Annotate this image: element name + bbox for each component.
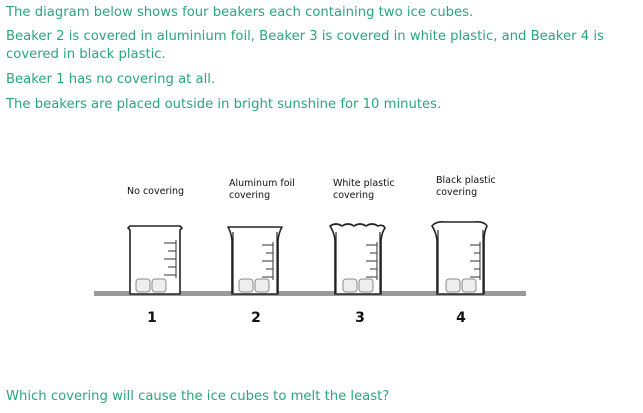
beaker-2-label: Aluminum foil covering (229, 178, 298, 201)
shelf (94, 291, 526, 296)
ice-cubes (445, 278, 477, 293)
beaker-2-number: 2 (251, 310, 261, 326)
beaker-2 (227, 226, 283, 295)
beaker-4 (431, 221, 488, 295)
beaker-4-label: Black plastic covering (436, 175, 499, 198)
beaker-3 (329, 223, 386, 295)
beaker-3-number: 3 (355, 310, 365, 326)
question-line-4: The beakers are placed outside in bright… (6, 97, 442, 112)
beaker-1 (127, 225, 183, 295)
beaker-1-number: 1 (147, 310, 157, 326)
ice-cubes (238, 278, 270, 293)
question-prompt: Which covering will cause the ice cubes … (6, 389, 390, 404)
beaker-4-number: 4 (456, 310, 466, 326)
question-line-3: Beaker 1 has no covering at all. (6, 72, 216, 87)
ice-cubes (342, 278, 374, 293)
question-line-2: Beaker 2 is covered in aluminium foil, B… (6, 29, 604, 62)
beaker-3-label: White plastic covering (333, 178, 398, 201)
question-line-1: The diagram below shows four beakers eac… (6, 5, 474, 20)
ice-cubes (135, 278, 167, 293)
beaker-1-label: No covering (127, 186, 184, 197)
